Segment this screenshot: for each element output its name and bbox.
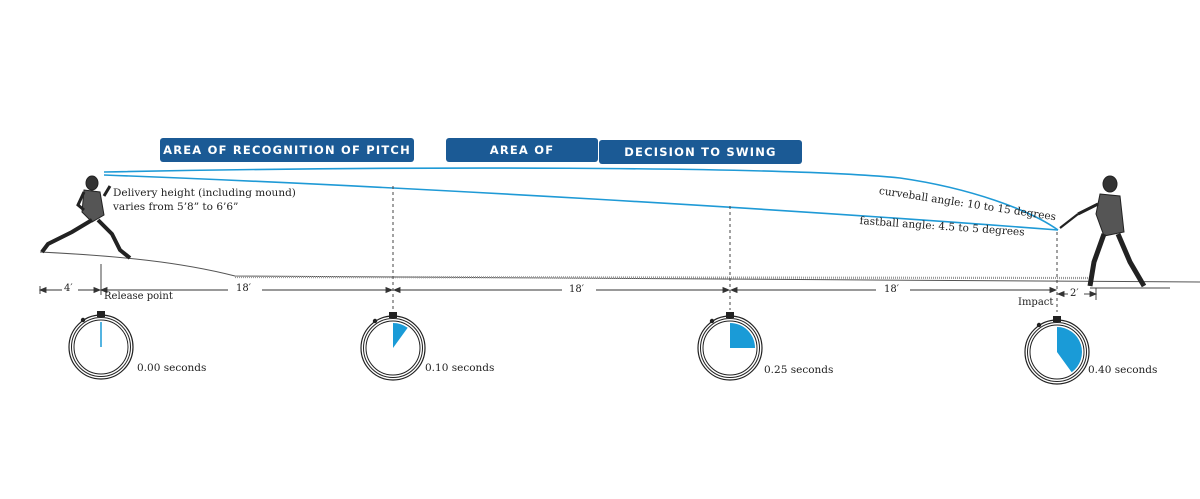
stopwatch-2 [697, 312, 763, 381]
banner-decision-to-swing: DECISION TO SWING [599, 140, 802, 164]
stopwatch-0 [68, 311, 134, 380]
stopwatch-label-0: 0.00 seconds [137, 362, 207, 374]
ground-line [234, 275, 1091, 280]
delivery-height-line2: varies from 5’8” to 6’6” [113, 201, 239, 213]
distance-label-18ft-3: 18′ [884, 284, 899, 295]
batter-figure [1059, 175, 1147, 288]
distance-label-2ft: 2′ [1070, 288, 1079, 299]
stopwatch-elapsed-1 [393, 323, 408, 348]
distance-dimension-line [38, 286, 1098, 300]
release-point-label: Release point [104, 291, 173, 302]
impact-label: Impact [1018, 297, 1054, 308]
stopwatch-elapsed-3 [1057, 327, 1082, 373]
stopwatch-label-3: 0.40 seconds [1088, 364, 1158, 376]
fastball-trajectory [103, 174, 1059, 231]
distance-label-18ft-2: 18′ [569, 284, 584, 295]
pitchers-mound [39, 251, 1200, 283]
curveball-trajectory [103, 167, 1059, 231]
stopwatch-3 [1024, 316, 1090, 385]
delivery-height-line1: Delivery height (including mound) [113, 187, 296, 199]
banner-area-of-recognition: AREA OF RECOGNITION OF PITCH [160, 138, 414, 162]
distance-label-18ft-1: 18′ [236, 283, 251, 294]
pitcher-figure [40, 175, 132, 260]
distance-label-4ft: 4′ [64, 283, 73, 294]
stopwatch-1 [360, 312, 426, 381]
banner-area-of: AREA OF [446, 138, 598, 162]
stopwatch-elapsed-2 [730, 323, 755, 348]
stopwatch-label-1: 0.10 seconds [425, 362, 495, 374]
stopwatch-label-2: 0.25 seconds [764, 364, 834, 376]
